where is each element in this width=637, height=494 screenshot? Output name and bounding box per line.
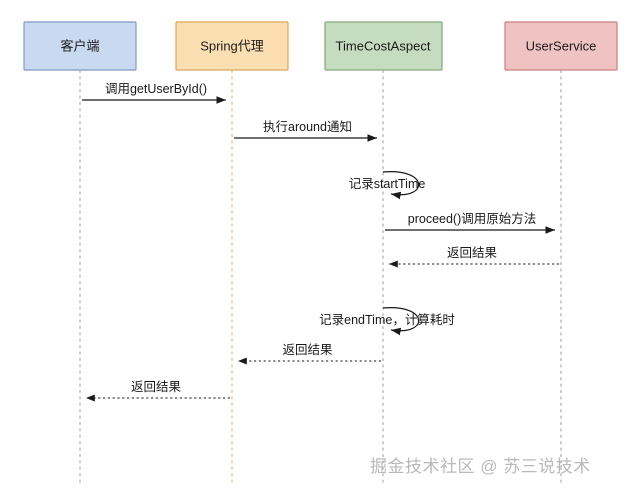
actor-rect-spring-proxy bbox=[175, 21, 289, 71]
actor-box-client[interactable]: 客户端 bbox=[23, 21, 137, 71]
actor-box-timecostaspect[interactable]: TimeCostAspect bbox=[324, 21, 443, 71]
message-m8[interactable]: 返回结果 bbox=[86, 380, 230, 402]
message-self-loop-m6 bbox=[382, 307, 420, 336]
message-m7[interactable]: 返回结果 bbox=[238, 343, 381, 365]
message-label-m6: 记录endTime，计算耗时 bbox=[319, 312, 455, 327]
message-label-m2: 执行around通知 bbox=[263, 120, 352, 134]
watermark-label: 掘金技术社区 @ 苏三说技术 bbox=[370, 457, 591, 476]
actor-label-timecostaspect: TimeCostAspect bbox=[336, 38, 431, 53]
actor-boxes-layer: 客户端 Spring代理 TimeCostAspect UserService bbox=[23, 21, 618, 71]
message-m4[interactable]: proceed()调用原始方法 bbox=[385, 211, 555, 234]
lifelines-layer bbox=[79, 70, 562, 486]
message-label-m4: proceed()调用原始方法 bbox=[408, 211, 537, 226]
message-m1[interactable]: 调用getUserById() bbox=[82, 82, 226, 104]
actor-box-userservice[interactable]: UserService bbox=[504, 21, 618, 71]
actor-rect-userservice bbox=[504, 21, 618, 71]
actor-rect-client bbox=[23, 21, 137, 71]
actor-rect-timecostaspect bbox=[324, 21, 443, 71]
actor-label-spring-proxy: Spring代理 bbox=[200, 38, 264, 53]
message-label-m1: 调用getUserById() bbox=[105, 82, 207, 96]
message-m2[interactable]: 执行around通知 bbox=[234, 120, 377, 142]
message-label-m5: 返回结果 bbox=[447, 246, 498, 260]
actor-label-client: 客户端 bbox=[60, 38, 99, 53]
message-m6[interactable]: 记录endTime，计算耗时 bbox=[319, 307, 455, 336]
actor-label-userservice: UserService bbox=[526, 38, 597, 53]
message-m5[interactable]: 返回结果 bbox=[389, 246, 559, 268]
message-label-m3: 记录startTime bbox=[349, 177, 426, 191]
actor-box-spring-proxy[interactable]: Spring代理 bbox=[175, 21, 289, 71]
message-m3[interactable]: 记录startTime bbox=[349, 171, 426, 200]
message-label-m8: 返回结果 bbox=[131, 380, 182, 394]
message-label-m7: 返回结果 bbox=[282, 343, 333, 357]
message-self-loop-m3 bbox=[382, 171, 420, 200]
